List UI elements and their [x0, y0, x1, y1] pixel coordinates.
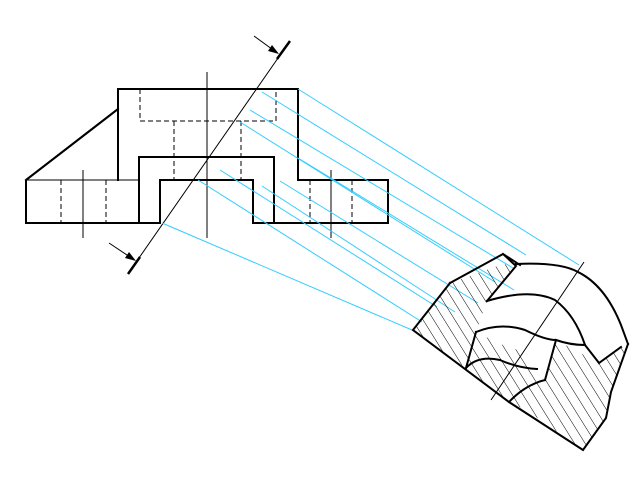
- projection-line: [297, 88, 580, 266]
- section-hatch-bottom: [466, 332, 545, 410]
- section-hatch-right: [526, 340, 628, 450]
- view-arrow-bottom-head: [125, 252, 136, 261]
- projection-line: [197, 179, 423, 323]
- projection-lines: [161, 88, 580, 331]
- projection-line: [261, 91, 527, 256]
- projection-line: [261, 185, 456, 313]
- section-center-line: [490, 261, 585, 401]
- cutting-plane: [108, 35, 292, 275]
- projection-line: [279, 180, 479, 304]
- bore-curve-3: [507, 378, 547, 404]
- cutting-plane-end-top: [275, 40, 292, 60]
- boss-face-curve: [554, 338, 587, 347]
- boss-arc-top: [514, 262, 580, 274]
- bore-edge-3: [597, 345, 623, 365]
- section-hatch-left: [413, 264, 516, 368]
- bore-curve-2: [464, 357, 539, 371]
- boss-arc-outer: [576, 270, 630, 346]
- section-edge-inner-step: [485, 252, 518, 303]
- hidden-boss-bore: [173, 121, 242, 180]
- cutting-plane-line: [131, 47, 286, 269]
- bore-curve-1: [474, 325, 558, 342]
- cutting-plane-end-bottom: [126, 256, 142, 275]
- front-view: [24, 72, 389, 238]
- projection-line: [249, 109, 514, 269]
- bore-edge: [543, 338, 558, 382]
- auxiliary-section-view: [411, 252, 630, 452]
- hidden-top-pocket: [139, 89, 277, 122]
- projection-line: [239, 121, 496, 283]
- rib-edge: [24, 107, 120, 182]
- projection-line: [161, 222, 413, 331]
- bore-edge-2: [464, 330, 478, 370]
- projection-line: [219, 169, 438, 308]
- boss-arc-inner: [485, 293, 601, 365]
- view-arrow-top-head: [268, 45, 279, 54]
- section-outline: [411, 281, 630, 452]
